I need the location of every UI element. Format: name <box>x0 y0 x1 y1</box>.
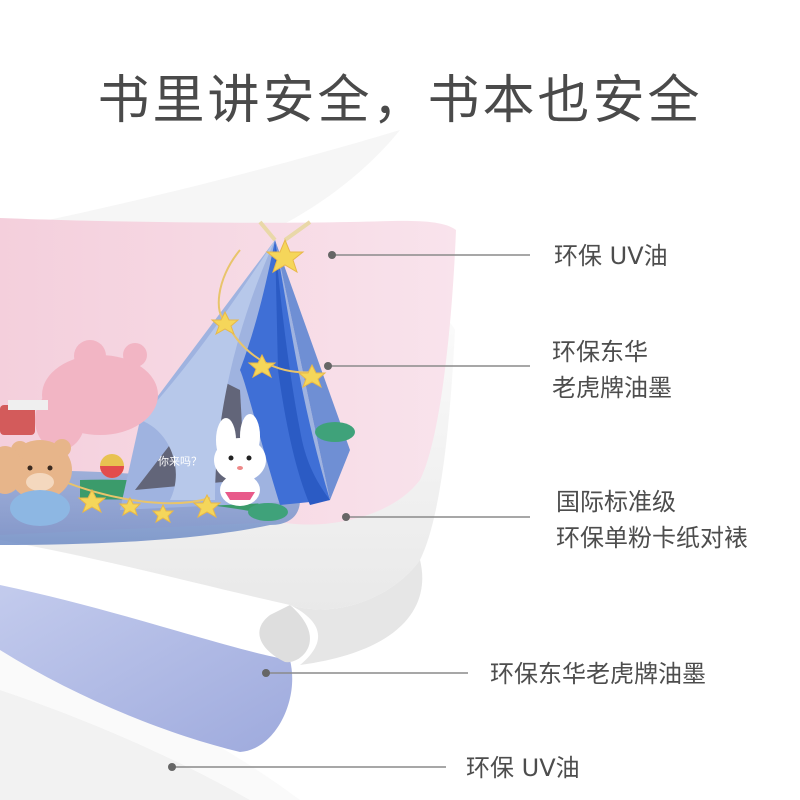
callout-line: 国际标准级 <box>556 488 676 516</box>
callout-line: 环保 UV油 <box>554 242 668 270</box>
callout-ink-bottom: 环保东华老虎牌油墨 <box>490 656 706 692</box>
callout-line: 环保 UV油 <box>466 754 580 782</box>
callout-ink-top: 环保东华 老虎牌油墨 <box>552 334 672 406</box>
tent-curtain-left <box>140 240 275 500</box>
white-bunny <box>214 414 266 506</box>
leader-dots <box>168 251 350 771</box>
callout-line: 环保东华 <box>552 338 648 366</box>
callout-uv-varnish-top: 环保 UV油 <box>554 238 668 274</box>
inner-page-text: 你来吗？ <box>158 455 202 468</box>
brown-bears <box>0 439 72 526</box>
back-uv-layer <box>0 690 250 800</box>
leader-lines <box>172 254 530 768</box>
callout-line: 环保单粉卡纸对裱 <box>556 524 748 552</box>
star-decorations <box>77 238 327 524</box>
back-print-layer <box>0 585 293 752</box>
callout-line: 环保东华老虎牌油墨 <box>490 660 706 688</box>
callout-card-board: 国际标准级 环保单粉卡纸对裱 <box>556 484 748 556</box>
callout-uv-varnish-bottom: 环保 UV油 <box>466 750 580 786</box>
page-title: 书里讲安全，书本也安全 <box>97 71 703 131</box>
callout-line: 老虎牌油墨 <box>552 374 672 402</box>
